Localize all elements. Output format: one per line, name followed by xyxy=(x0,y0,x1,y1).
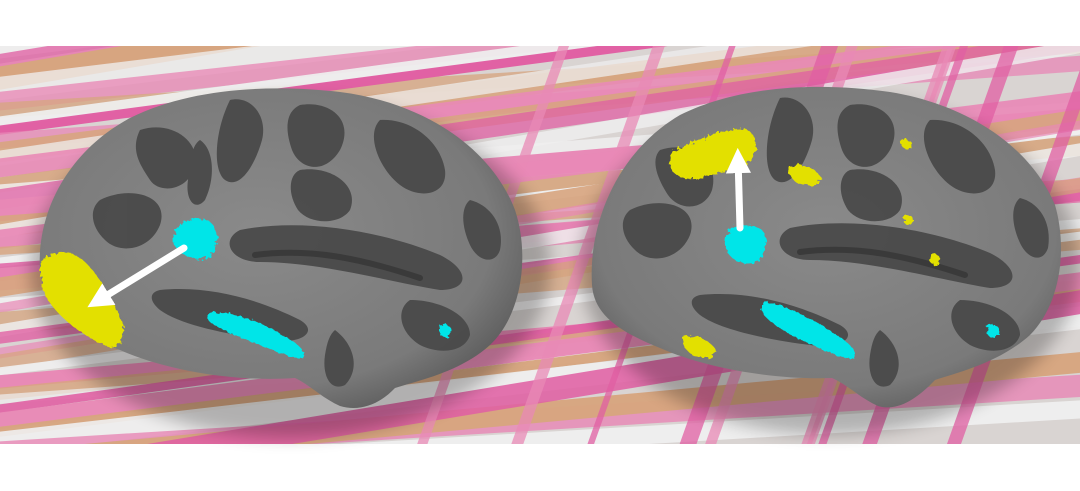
right-cyan-blob xyxy=(725,224,767,264)
left-yellow-activation xyxy=(40,252,124,348)
left-lateral-fissure xyxy=(252,249,423,281)
left-arrow-icon xyxy=(87,244,188,308)
background-stripe xyxy=(0,46,261,90)
right-cyan-streak xyxy=(761,302,855,359)
left-cyan-spot xyxy=(439,324,452,337)
right-yellow-spot-b xyxy=(682,335,716,358)
left-hemisphere xyxy=(30,88,550,438)
right-hemisphere xyxy=(580,86,1080,435)
background-stripe xyxy=(0,46,599,127)
right-yellow-spot-c xyxy=(904,214,914,225)
background-stripe xyxy=(0,46,445,101)
right-yellow-spot-d xyxy=(929,253,941,265)
right-lateral-fissure xyxy=(797,246,968,278)
background-stripe xyxy=(0,0,1080,34)
background-stripe xyxy=(0,46,588,111)
right-yellow-spot-a xyxy=(788,164,821,186)
right-yellow-spot-e xyxy=(901,139,913,149)
background-stripe xyxy=(0,0,1080,44)
right-arrow-icon xyxy=(725,147,752,232)
right-cyan-spot xyxy=(987,324,1000,337)
left-cyan-streak xyxy=(207,312,305,359)
